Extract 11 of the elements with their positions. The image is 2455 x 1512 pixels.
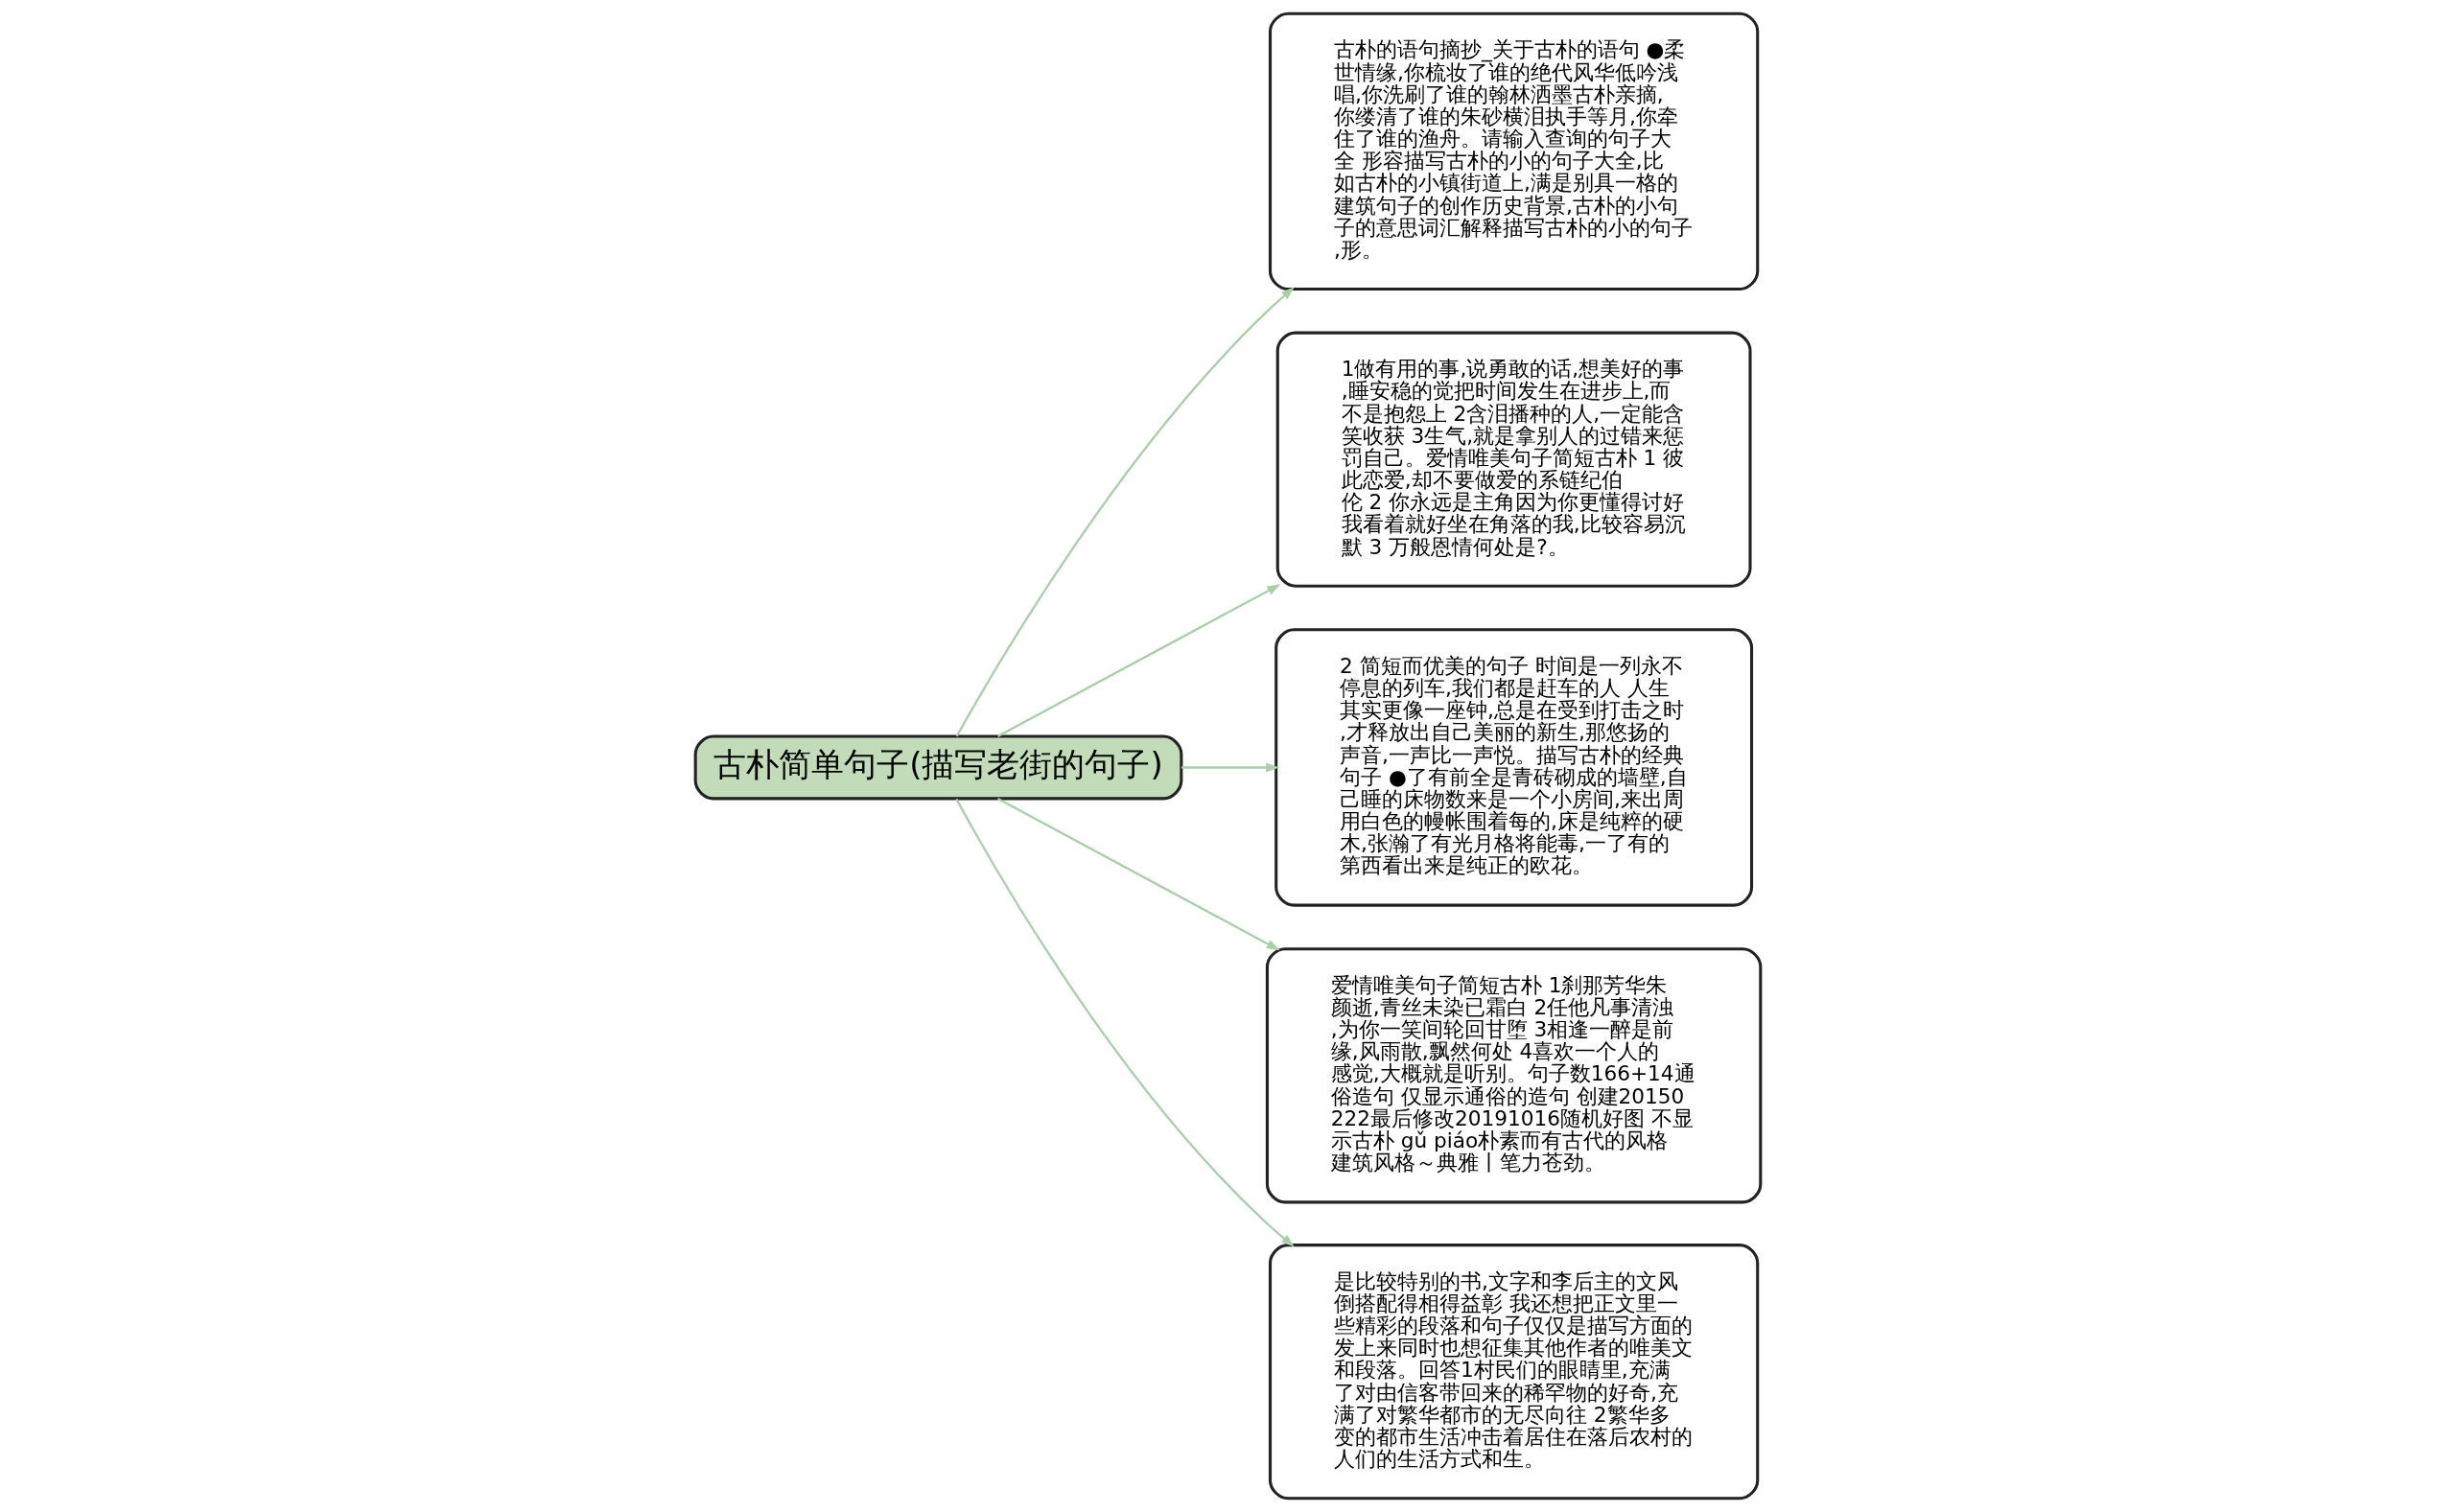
node-box: 1做有用的事,说勇敢的话,想美好的事,睡安稳的觉把时间发生在进步上,而不是抱怨上 2含泪播种的人,一定能含笑收获 3生气,就是拿别人的过错来惩罚自己。爱情唯美句子简短古朴 1 彼此恋爱,却不要做爱的系链纪伯伦 2 你永远是主角因为你更懂得讨好我看着就好坐在角落的我,比较容易沉默 3 万般恩情何处是?。 — [1275, 331, 1752, 588]
node-box: 古朴简单句子(描写老街的句子) — [693, 734, 1182, 801]
arrow — [1181, 762, 1279, 773]
arrow — [996, 584, 1280, 737]
arrow — [954, 798, 1295, 1247]
arrow — [955, 287, 1295, 737]
arrow — [996, 798, 1280, 951]
node-box: 爱情唯美句子简短古朴 1刹那芳华朱颜逝,青丝未染已霜白 2任他凡事清浊,为你一笑间轮回甘堕 3相逢一醉是前缘,风雨散,飘然何处 4喜欢一个人的感觉,大概就是听别。句子数166+14通俗造句 仅显示通俗的造句 创建20150222最后修改20191016随机好图 不显示古朴 gǔ piáo朴素而有古代的风格建筑风格～典雅丨笔力苍劲。 — [1265, 947, 1762, 1204]
node-box: 古朴的语句摘抄_关于古朴的语句 ●柔世情缘,你梳妆了谁的绝代风华低吟浅唱,你洗刷了谁的翰林洒墨古朴亲摘,你缕清了谁的朱砂横泪执手等月,你牵住了谁的渔舟。请输入查询的句子大全 形容描写古朴的小的句子大全,比如古朴的小镇街道上,满是别具一格的建筑句子的创作历史背景,古朴的小句子的意思词汇解释描写古朴的小的句子,形。 — [1268, 12, 1759, 291]
node-box: 2 简短而优美的句子 时间是一列永不停息的列车,我们都是赶车的人 人生其实更像一座钟,总是在受到打击之时,才释放出自己美丽的新生,那悠扬的声音,一声比一声悦。描写古朴的经典句子 ●了有前全是青砖砌成的墙壁,自己睡的床物数来是一个小房间,来出周用白色的幔帐围着每的,床是纯粹的硬木,张瀚了有光月格将能毒,一了有的第西看出来是纯正的欧花。 — [1274, 628, 1753, 907]
node-box: 是比较特别的书,文字和李后主的文风倒搭配得相得益彰 我还想把正文里一些精彩的段落和句子仅仅是描写方面的发上来同时也想征集其他作者的唯美文和段落。回答1村民们的眼睛里,充满了对由信客带回来的稀罕物的好奇,充满了对繁华都市的无尽向往 2繁华多变的都市生活冲击着居住在落后农村的人们的生活方式和生。 — [1268, 1244, 1759, 1500]
